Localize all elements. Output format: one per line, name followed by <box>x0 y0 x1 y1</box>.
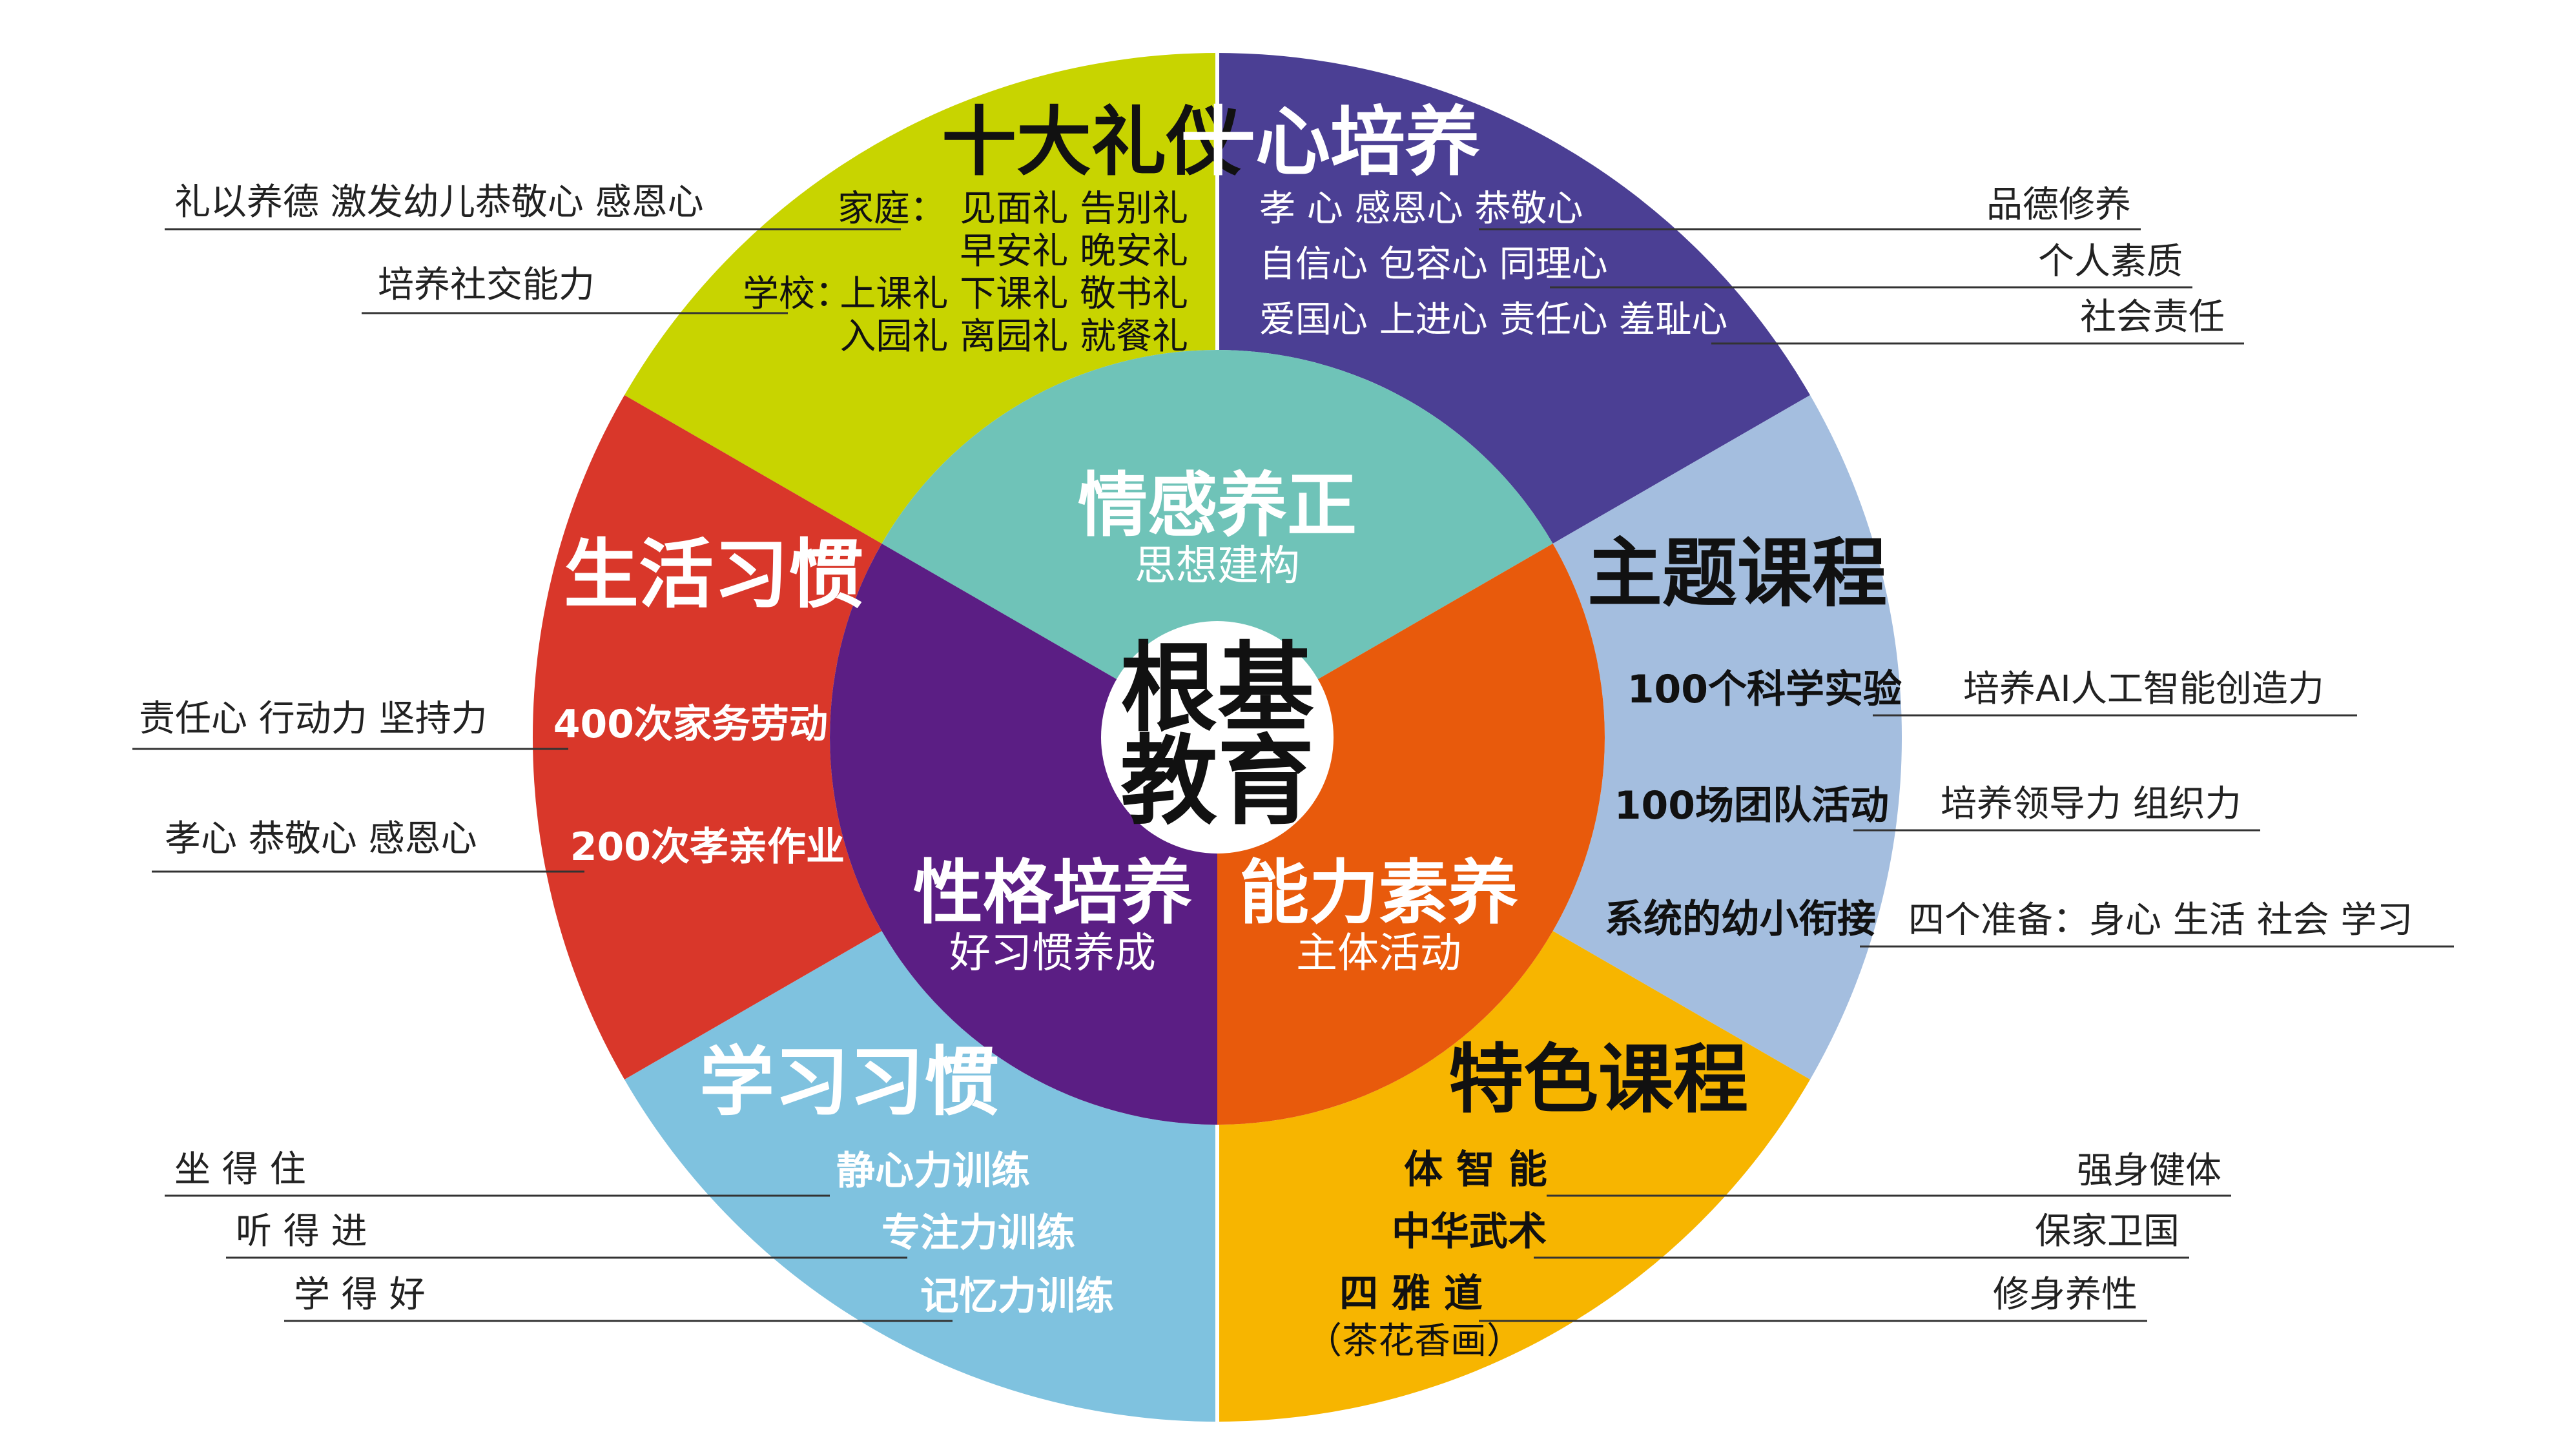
special-course-item1: 体 智 能 <box>1404 1147 1547 1192</box>
annotation-right-ai-creativity: 培养AI人工智能创造力 <box>1963 668 2324 710</box>
life-habit-item1: 400次家务劳动 <box>553 702 828 747</box>
inner-subtitle-ability: 主体活动 <box>1296 930 1461 977</box>
study-habit-item2: 专注力训练 <box>881 1211 1075 1256</box>
annotation-right-cultivate: 修身养性 <box>1993 1274 2138 1316</box>
annotation-right-morality: 品德修养 <box>1986 184 2131 226</box>
segment-special-course <box>1217 931 1810 1422</box>
annotation-right-fitness: 强身健体 <box>2077 1150 2221 1192</box>
theme-course-item1: 100个科学实验 <box>1627 667 1902 712</box>
segment-life-habit <box>532 395 882 1079</box>
etiquette-family-label: 家庭： <box>838 188 946 230</box>
title-ten-hearts: 十心培养 <box>1180 99 1480 186</box>
title-life-habit: 生活习惯 <box>564 531 863 619</box>
theme-course-item3: 系统的幼小衔接 <box>1605 897 1876 942</box>
etiquette-family-row2: 早安礼 晚安礼 <box>960 230 1188 272</box>
segment-study-habit <box>624 931 1217 1422</box>
inner-title-character: 性格培养 <box>913 853 1192 934</box>
ten-hearts-row2: 自信心 包容心 同理心 <box>1259 243 1608 285</box>
title-theme-course: 主题课程 <box>1587 530 1887 617</box>
study-habit-item3: 记忆力训练 <box>920 1274 1114 1319</box>
annotation-left-etiquette-virtue: 礼以养德 激发幼儿恭敬心 感恩心 <box>174 181 704 223</box>
segment-etiquette <box>624 53 1217 544</box>
core-label-line1: 根基 <box>1120 633 1314 745</box>
etiquette-school-label: 学校： <box>743 273 851 315</box>
study-habit-item1: 静心力训练 <box>836 1149 1030 1194</box>
ten-hearts-row1: 孝 心 感恩心 恭敬心 <box>1259 188 1583 230</box>
segment-theme-course <box>1552 395 1902 1079</box>
special-course-item2: 中华武术 <box>1392 1209 1547 1254</box>
annotation-right-social-duty: 社会责任 <box>2080 296 2225 338</box>
inner-title-emotion: 情感养正 <box>1078 465 1357 546</box>
inner-subtitle-character: 好习惯养成 <box>949 930 1156 977</box>
special-course-item3-note: （茶花香画） <box>1306 1320 1523 1362</box>
annotation-left-learn: 学 得 好 <box>294 1274 426 1316</box>
title-special-course: 特色课程 <box>1448 1036 1748 1123</box>
etiquette-school-row2: 入园礼 离园礼 就餐礼 <box>840 316 1188 358</box>
core-circle <box>1101 621 1334 854</box>
inner-subtitle-emotion: 思想建构 <box>1135 542 1300 590</box>
annotation-right-leadership: 培养领导力 组织力 <box>1941 783 2241 825</box>
annotation-left-filial: 孝心 恭敬心 感恩心 <box>165 818 477 860</box>
special-course-item3: 四 雅 道 <box>1339 1271 1483 1316</box>
annotation-right-four-preparations: 四个准备：身心 生活 社会 学习 <box>1908 899 2413 941</box>
life-habit-item2: 200次孝亲作业 <box>570 824 845 870</box>
annotation-right-defend: 保家卫国 <box>2035 1211 2179 1253</box>
etiquette-family-row1: 见面礼 告别礼 <box>960 188 1188 230</box>
segment-ten-hearts <box>1217 53 1810 544</box>
etiquette-school-row1: 上课礼 下课礼 敬书礼 <box>840 273 1188 315</box>
annotation-left-responsibility: 责任心 行动力 坚持力 <box>139 698 488 740</box>
annotation-left-social-skill: 培养社交能力 <box>378 264 595 306</box>
inner-title-ability: 能力素养 <box>1239 853 1518 934</box>
annotation-left-sit-still: 坐 得 住 <box>174 1149 306 1191</box>
ten-hearts-row3: 爱国心 上进心 责任心 羞耻心 <box>1259 299 1727 341</box>
title-study-habit: 学习习惯 <box>699 1039 999 1126</box>
inner-segment-emotion <box>881 350 1553 737</box>
core-label-line2: 教育 <box>1120 726 1314 838</box>
annotation-left-listen: 听 得 进 <box>236 1211 367 1253</box>
annotation-right-quality: 个人素质 <box>2038 241 2183 283</box>
theme-course-item2: 100场团队活动 <box>1614 783 1889 828</box>
title-etiquette: 十大礼仪 <box>942 99 1241 186</box>
